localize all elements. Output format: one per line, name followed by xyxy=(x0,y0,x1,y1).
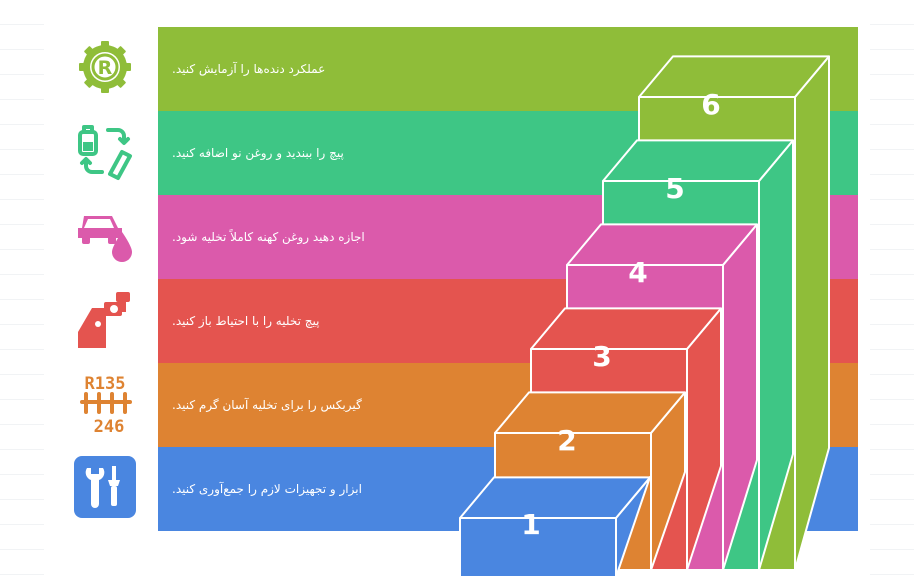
oil-change-icon xyxy=(78,125,132,180)
svg-text:R: R xyxy=(98,57,113,79)
step-2-label: گیربکس را برای تخلیه آسان گرم کنید. xyxy=(172,398,362,412)
step-6-label: عملکرد دنده‌ها را آزمایش کنید. xyxy=(172,62,326,76)
step-1-number: 1 xyxy=(521,508,540,541)
svg-text:246: 246 xyxy=(94,417,125,434)
gear-r-icon: R xyxy=(79,41,131,93)
step-5-label: پیچ را ببندید و روغن نو اضافه کنید. xyxy=(172,146,344,160)
oil-gun-icon xyxy=(78,292,130,348)
step-2-number: 2 xyxy=(557,424,576,457)
step-3-number: 3 xyxy=(592,340,611,373)
step-6-top xyxy=(638,55,830,98)
step-3-label: پیچ تخلیه را با احتیاط باز کنید. xyxy=(172,314,320,328)
guide-lines-left xyxy=(0,0,44,585)
step-3-top xyxy=(530,307,722,350)
step-5-top xyxy=(602,139,794,182)
step-4-label: اجازه دهید روغن کهنه کاملاً تخلیه شود. xyxy=(172,230,365,244)
step-4-number: 4 xyxy=(628,256,647,289)
step-1-label: ابزار و تجهیزات لازم را جمع‌آوری کنید. xyxy=(172,482,362,496)
step-6-number: 6 xyxy=(701,88,720,121)
step-6-side xyxy=(794,55,830,571)
step-4-top xyxy=(566,223,758,266)
car-oil-drop-icon xyxy=(78,216,132,262)
step-5-number: 5 xyxy=(665,172,684,205)
gear-shift-pattern-icon: R135 246 xyxy=(80,374,132,434)
svg-text:R135: R135 xyxy=(85,374,126,394)
guide-lines-right xyxy=(870,0,914,585)
step-1-top xyxy=(459,476,651,519)
tools-icon xyxy=(74,456,136,518)
step-2-top xyxy=(494,391,686,434)
